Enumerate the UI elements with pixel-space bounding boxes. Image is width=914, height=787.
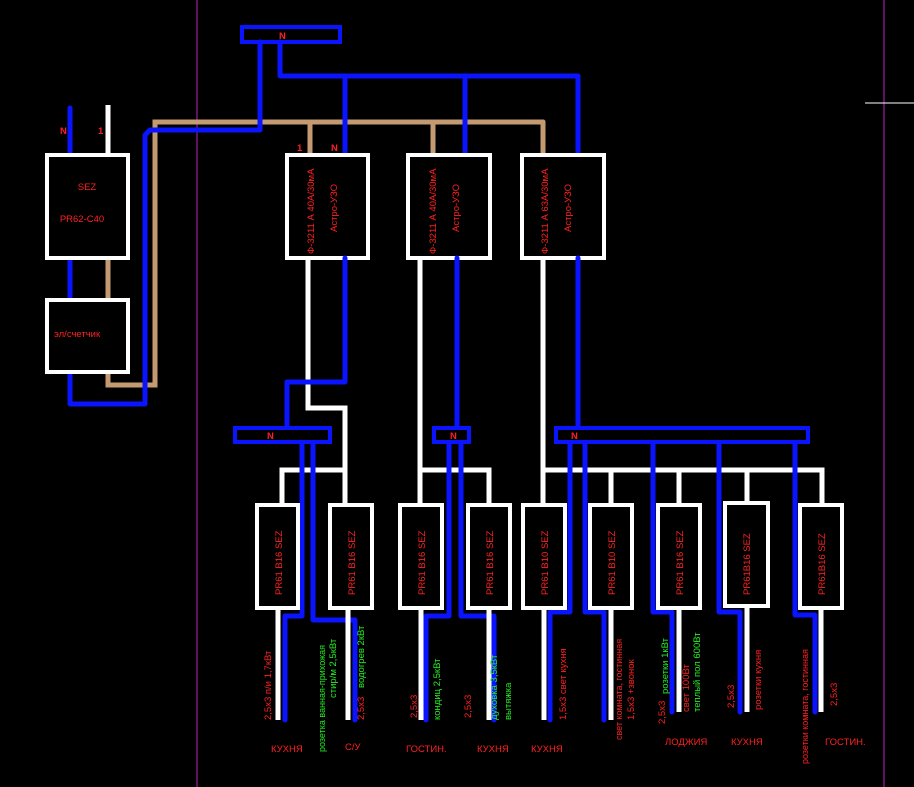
breaker-label: PR61 B16 SEZ — [675, 530, 686, 595]
circuit-6-desc2: 1,5x3 +звонок — [626, 658, 637, 720]
main-n-bus — [240, 25, 342, 44]
circuit-breakers: PR61 B16 SEZ PR61 B16 SEZ PR61 B16 SEZ P… — [255, 501, 844, 610]
circuit-2-room: С/У — [345, 742, 362, 753]
electric-meter-label: эл/счетчик — [54, 329, 101, 340]
circuit-8-desc: розетки кухня — [753, 650, 764, 710]
n-bus-2 — [432, 426, 471, 444]
n-bus-2-label: N — [450, 431, 457, 442]
rcd-3: Ф-3211 А 63А/30мА Астро-УЗО — [520, 153, 606, 260]
circuit-7-load3: теплый пол 600Вт — [692, 632, 703, 712]
rcd-brand: Астро-УЗО — [451, 184, 462, 232]
circuit-9-cable: 2,5x3 — [829, 683, 840, 706]
input-n-label: N — [60, 126, 67, 137]
n-bus-3-label: N — [571, 431, 578, 442]
circuit-6-desc1: свет комната, гостинная — [614, 639, 624, 740]
breaker-label: PR61B16 SEZ — [817, 533, 828, 595]
circuit-7-load2: свет 100Вт — [681, 663, 692, 712]
main-breaker — [45, 153, 130, 260]
circuit-9-desc: розетки комната, гостинная — [800, 649, 810, 764]
breaker-label: PR61 B16 SEZ — [417, 530, 428, 595]
n-bus-1-label: N — [267, 431, 274, 442]
rcd-n-terminal-label: N — [331, 143, 338, 154]
circuit-4-cable: 2,5x3 — [463, 695, 474, 718]
circuit-3-load: кондиц 2,5кВт — [432, 658, 443, 720]
rcd-model: Ф-3211 А 63А/30мА — [540, 168, 551, 254]
circuit-7-room: ЛОДЖИЯ — [665, 737, 707, 748]
breaker-label: PR61 B16 SEZ — [274, 530, 285, 595]
rcd-1: Ф-3211 А 40А/30мА Астро-УЗО — [285, 153, 370, 260]
circuit-9-room: ГОСТИН. — [825, 737, 866, 748]
rcd-2: Ф-3211 А 40А/30мА Астро-УЗО — [406, 153, 492, 260]
input-l-label: 1 — [98, 126, 104, 137]
circuit-1-room: КУХНЯ — [271, 744, 303, 755]
breaker-label: PR61 B16 SEZ — [485, 530, 496, 595]
n-bus-3 — [554, 426, 810, 444]
rcd-model: Ф-3211 А 40А/30мА — [428, 168, 439, 254]
circuit-3-room: ГОСТИН. — [406, 744, 447, 755]
circuit-8-room: КУХНЯ — [731, 737, 763, 748]
breaker-label: PR61 B10 SEZ — [607, 530, 618, 595]
circuit-4-load: духовка 3,5кВт — [489, 654, 500, 720]
input-wires — [67, 39, 581, 407]
main-breaker-brand: SEZ — [78, 182, 97, 193]
circuit-1-cable: 2,5x3 п/и 1,7кВт — [263, 650, 274, 720]
circuit-4-room: КУХНЯ — [477, 744, 509, 755]
circuit-2-load3: водогрев 2кВт — [356, 625, 367, 688]
circuit-labels: 2,5x3 п/и 1,7кВт КУХНЯ розетка ванная-пр… — [263, 625, 866, 764]
circuit-3-cable: 2,5x3 — [409, 695, 420, 718]
rcd-brand: Астро-УЗО — [329, 184, 340, 232]
rcd-brand: Астро-УЗО — [563, 184, 574, 232]
circuit-5-cable: 1,5x3 свет кухня — [558, 648, 569, 720]
breaker-label: PR61 B10 SEZ — [540, 530, 551, 595]
rcd-l-terminal-label: 1 — [297, 143, 303, 154]
circuit-5-room: КУХНЯ — [531, 744, 563, 755]
circuit-4-load2: вытяжка — [503, 682, 514, 720]
n-bus-1 — [233, 426, 332, 444]
circuit-2-cable: 2,5x3 — [356, 697, 367, 720]
circuit-7-load: розетки 1кВт — [660, 637, 671, 694]
circuit-7-cable: 2,5x3 — [657, 701, 668, 724]
circuit-2-load1: розетка ванная-прихожая — [317, 645, 327, 752]
circuit-2-load2: стир/м 2,5кВт — [328, 638, 339, 698]
main-n-bus-label: N — [279, 31, 286, 42]
circuit-8-cable: 2,5x3 — [726, 685, 737, 708]
electric-meter — [45, 298, 130, 374]
distribution-wires — [275, 255, 825, 723]
rcd-model: Ф-3211 А 40А/30мА — [306, 168, 317, 254]
breaker-label: PR61 B16 SEZ — [347, 530, 358, 595]
breaker-label: PR61B16 SEZ — [742, 533, 753, 595]
main-breaker-model: PR62-C40 — [60, 214, 104, 225]
